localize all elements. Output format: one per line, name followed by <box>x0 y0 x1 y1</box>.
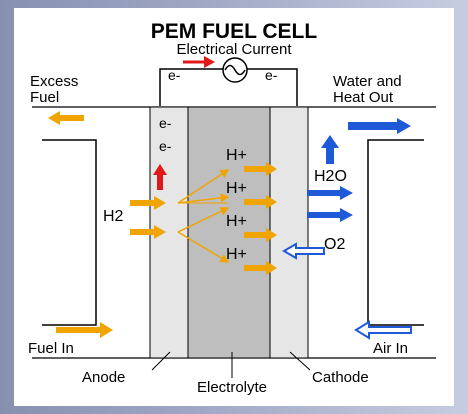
water-arrow-2 <box>307 208 353 222</box>
water-up-arrow <box>321 135 339 164</box>
electrical-current-label: Electrical Current <box>176 41 292 58</box>
excess-fuel-label-line1: Excess <box>30 73 78 90</box>
fuel-in-label: Fuel In <box>28 340 74 357</box>
excess-fuel-arrow <box>48 111 84 125</box>
electron-up-arrow <box>153 164 167 190</box>
proton-label-4: H+ <box>226 246 247 263</box>
proton-arrows <box>244 162 277 275</box>
hydrogen-label: H2 <box>103 208 124 225</box>
air-in-label: Air In <box>373 340 408 357</box>
water-heat-label-line2: Heat Out <box>333 89 394 106</box>
air-channel-wall <box>367 139 424 326</box>
excess-fuel-label-line2: Fuel <box>30 89 59 106</box>
fuel-in-arrow <box>56 322 113 338</box>
cathode-layer <box>269 106 309 359</box>
external-circuit: e- e- <box>159 56 298 106</box>
water-heat-out-arrow <box>348 118 411 134</box>
oxygen-in-arrow <box>282 242 325 260</box>
circuit-electron-right: e- <box>265 67 278 83</box>
cathode-leader-line <box>289 351 311 371</box>
proton-labels: H+ H+ H+ H+ <box>226 147 247 263</box>
circuit-electron-left: e- <box>168 67 181 83</box>
anode-electron-2: e- <box>159 138 172 154</box>
anode-electron-1: e- <box>159 115 172 131</box>
current-direction-arrow <box>204 56 215 68</box>
water-label: H2O <box>314 168 347 185</box>
proton-label-2: H+ <box>226 180 247 197</box>
oxygen-label: O2 <box>324 236 345 253</box>
proton-label-1: H+ <box>226 147 247 164</box>
cathode-label: Cathode <box>312 369 369 386</box>
air-in-arrow <box>354 320 412 340</box>
diagram-title: PEM FUEL CELL <box>151 20 318 43</box>
water-heat-label-line1: Water and <box>333 73 402 90</box>
proton-label-3: H+ <box>226 213 247 230</box>
proton-paths <box>177 169 230 263</box>
water-arrow-1 <box>307 186 353 200</box>
hydrogen-arrow-2 <box>130 225 166 239</box>
fuel-channel-wall <box>42 139 97 326</box>
anode-leader-line <box>151 351 171 371</box>
anode-label: Anode <box>82 369 125 386</box>
hydrogen-arrow-1 <box>130 196 166 210</box>
electrolyte-label: Electrolyte <box>197 379 267 396</box>
